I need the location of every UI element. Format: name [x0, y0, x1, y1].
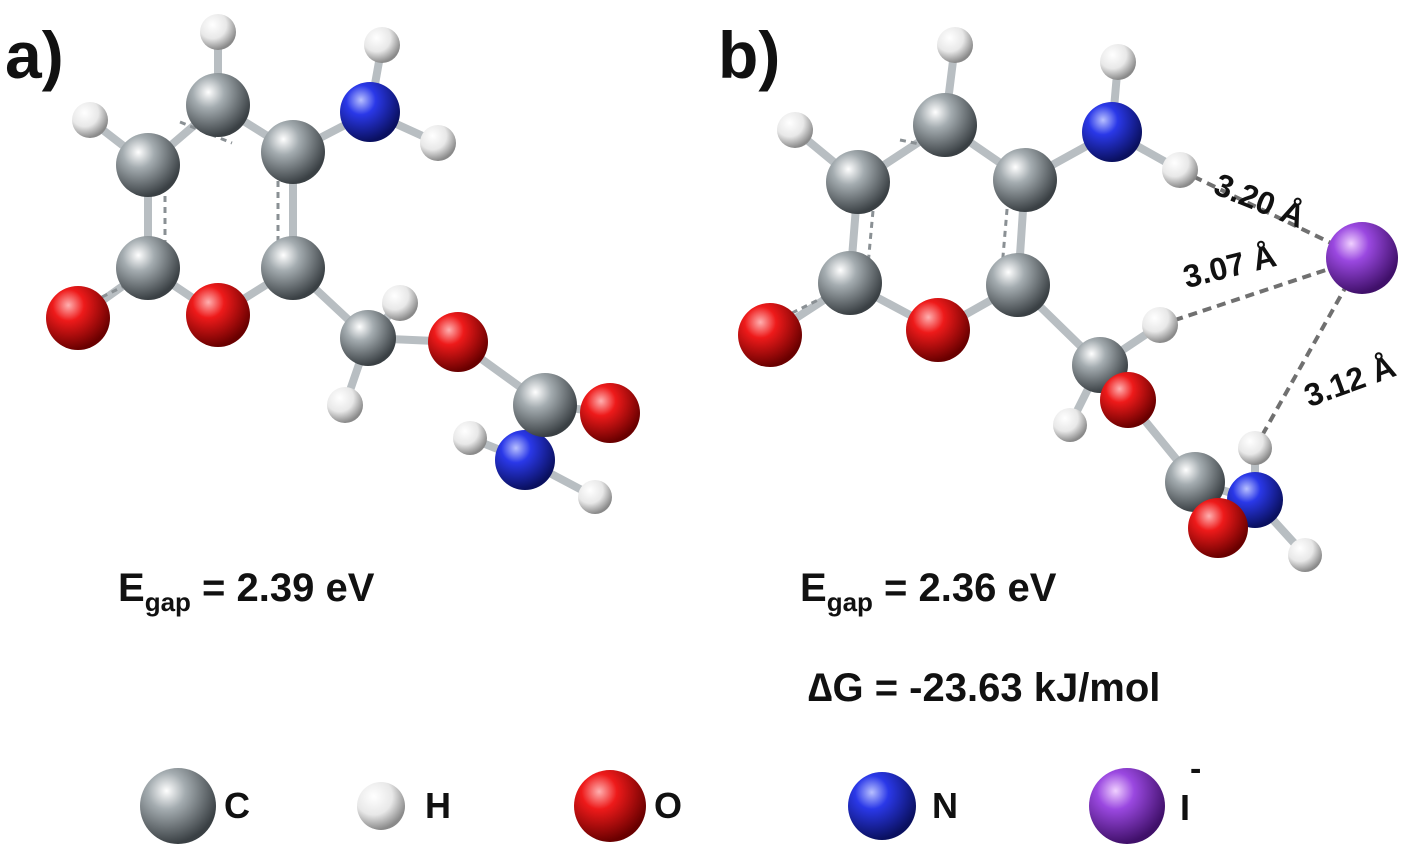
atom-n — [340, 82, 400, 142]
atom-h — [1238, 431, 1272, 465]
atom-h — [327, 387, 363, 423]
atom-h — [453, 421, 487, 455]
atom-h — [1142, 307, 1178, 343]
atom-h — [420, 125, 456, 161]
atoms-b — [738, 27, 1398, 572]
atom-h — [200, 14, 236, 50]
atom-o — [46, 286, 110, 350]
atom-h — [1288, 538, 1322, 572]
atom-c — [116, 133, 180, 197]
atom-iodide — [1326, 222, 1398, 294]
atom-n — [495, 430, 555, 490]
legend-hydrogen-sphere — [357, 782, 405, 830]
atom-o — [738, 303, 802, 367]
legend-label-nitrogen: N — [932, 785, 958, 826]
egap-a: Egap = 2.39 eV — [118, 566, 375, 617]
legend-spheres — [140, 768, 1165, 844]
atom-h — [382, 285, 418, 321]
atom-c — [913, 93, 977, 157]
atom-c — [818, 251, 882, 315]
atom-h — [777, 112, 813, 148]
double-bonds-b — [781, 138, 1010, 320]
atom-h — [937, 27, 973, 63]
panel-label-b: b) — [718, 18, 781, 92]
atom-c — [993, 148, 1057, 212]
molecule-b — [738, 27, 1398, 572]
atom-c — [261, 236, 325, 300]
atom-h — [364, 27, 400, 63]
legend-nitrogen-sphere — [848, 772, 916, 840]
legend-iodide-sphere — [1089, 768, 1165, 844]
atom-c — [826, 150, 890, 214]
atom-o — [186, 283, 250, 347]
molecule-a — [46, 14, 640, 514]
atom-o — [1100, 372, 1156, 428]
atom-o — [428, 312, 488, 372]
legend-label-oxygen: O — [654, 785, 683, 826]
panel-label-a: a) — [5, 18, 64, 92]
atom-o — [906, 298, 970, 362]
legend-iodide-charge: - — [1190, 750, 1202, 788]
atom-c — [186, 73, 250, 137]
legend-label-iodide: I — [1180, 787, 1191, 828]
atom-c — [513, 373, 577, 437]
atom-n — [1082, 102, 1142, 162]
atom-c — [261, 120, 325, 184]
atom-h — [1053, 408, 1087, 442]
egap-b: Egap = 2.36 eV — [800, 566, 1057, 617]
legend-label-hydrogen: H — [425, 785, 451, 826]
legend-label-carbon: C — [224, 785, 250, 826]
atom-h — [1100, 44, 1136, 80]
atom-c — [986, 253, 1050, 317]
atom-c — [1165, 452, 1225, 512]
legend-carbon-sphere — [140, 768, 216, 844]
atom-h — [72, 102, 108, 138]
atom-o — [1188, 498, 1248, 558]
atoms-a — [46, 14, 640, 514]
atom-h — [1162, 152, 1198, 188]
atom-c — [340, 310, 396, 366]
legend-oxygen-sphere — [574, 770, 646, 842]
atom-h — [578, 480, 612, 514]
atom-o — [580, 383, 640, 443]
delta-g-b: ∆G = -23.63 kJ/mol — [808, 666, 1161, 710]
atom-c — [116, 236, 180, 300]
